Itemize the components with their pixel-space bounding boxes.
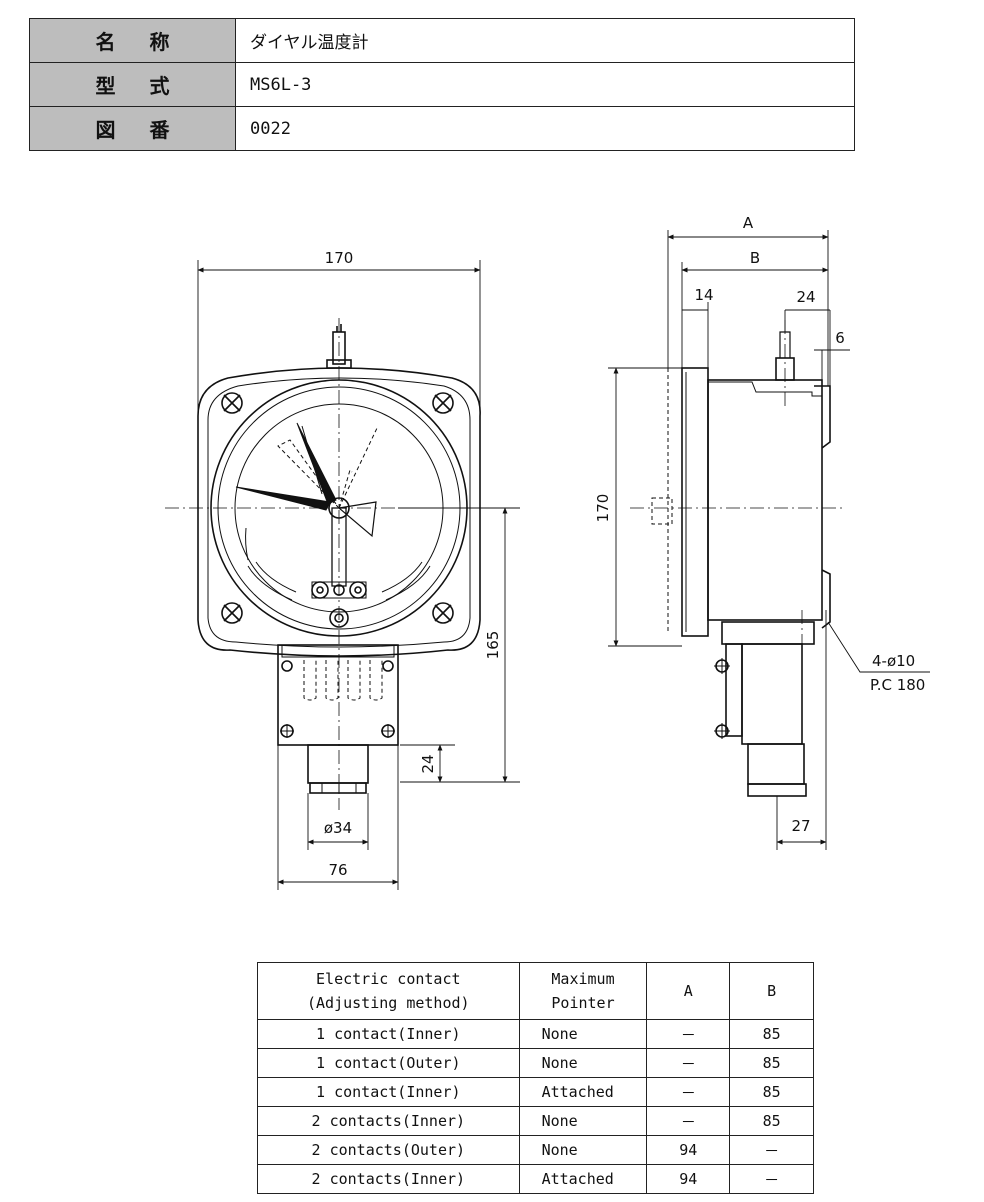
header-a: A xyxy=(646,962,731,1020)
cell-contact: 2 contacts(Outer) xyxy=(257,1135,520,1165)
dim-back-offset: 6 xyxy=(835,329,845,347)
cell-b: 85 xyxy=(729,1048,814,1078)
cell-b: 85 xyxy=(729,1106,814,1136)
table-row: 1 contact(Inner) Attached － 85 xyxy=(257,1077,814,1107)
corner-screw-tr xyxy=(432,392,454,414)
cell-contact: 1 contact(Outer) xyxy=(257,1048,520,1078)
pointer-tail xyxy=(337,501,377,538)
dim-flange-thickness: 14 xyxy=(694,286,713,304)
value-drawing-number: 0022 xyxy=(235,106,855,151)
spec-table: Electric contact(Adjusting method) Maxim… xyxy=(257,962,814,1194)
cell-b: － xyxy=(729,1135,814,1165)
cell-pointer: None xyxy=(518,1019,648,1049)
header-contact: Electric contact(Adjusting method) xyxy=(257,962,520,1020)
cell-b: － xyxy=(729,1164,814,1194)
header-b: B xyxy=(729,962,814,1020)
title-row-drawing-number: 図番 0022 xyxy=(29,106,855,151)
dim-A: A xyxy=(743,214,754,232)
cell-a: 94 xyxy=(646,1164,731,1194)
value-model: MS6L-3 xyxy=(235,62,855,107)
dim-box-width: 76 xyxy=(328,861,347,879)
cell-b: 85 xyxy=(729,1019,814,1049)
corner-screw-tl xyxy=(221,392,243,414)
cell-pointer: None xyxy=(518,1048,648,1078)
dim-side-height: 170 xyxy=(594,494,612,523)
cell-a: － xyxy=(646,1077,731,1107)
label-name: 名称 xyxy=(29,18,236,63)
table-row: 1 contact(Inner) None － 85 xyxy=(257,1019,814,1049)
dim-holes: 4-ø10 xyxy=(872,652,915,670)
dim-fitting-diameter: ø34 xyxy=(324,819,352,837)
corner-screw-bl xyxy=(221,602,243,624)
main-pointer xyxy=(235,486,331,511)
cell-a: － xyxy=(646,1019,731,1049)
label-drawing-number: 図番 xyxy=(29,106,236,151)
table-row: 2 contacts(Outer) None 94 － xyxy=(257,1135,814,1165)
side-case xyxy=(707,379,823,621)
title-row-model: 型式 MS6L-3 xyxy=(29,62,855,107)
set-pointer xyxy=(296,422,337,505)
value-name: ダイヤル温度計 xyxy=(235,18,855,63)
table-row: 2 contacts(Inner) Attached 94 － xyxy=(257,1164,814,1194)
cell-contact: 1 contact(Inner) xyxy=(257,1019,520,1049)
dim-front-width: 170 xyxy=(325,249,354,267)
corner-screw-br xyxy=(432,602,454,624)
spec-header-row: Electric contact(Adjusting method) Maxim… xyxy=(257,962,814,1020)
table-row: 1 contact(Outer) None － 85 xyxy=(257,1048,814,1078)
cell-pointer: Attached xyxy=(518,1164,648,1194)
front-housing xyxy=(197,367,481,657)
side-junction-box xyxy=(721,621,815,645)
dim-center-to-bottom: 165 xyxy=(484,631,502,660)
dim-B: B xyxy=(750,249,760,267)
cell-contact: 1 contact(Inner) xyxy=(257,1077,520,1107)
bottom-fitting xyxy=(307,744,369,784)
cell-contact: 2 contacts(Inner) xyxy=(257,1164,520,1194)
junction-box xyxy=(277,644,399,746)
title-block: 名称 ダイヤル温度計 型式 MS6L-3 図番 0022 xyxy=(29,18,855,151)
dim-pitch-circle: P.C 180 xyxy=(870,676,925,694)
cell-pointer: Attached xyxy=(518,1077,648,1107)
scale-arc-left xyxy=(245,527,249,561)
dim-terminal-offset: 24 xyxy=(796,288,815,306)
cell-pointer: None xyxy=(518,1106,648,1136)
cell-contact: 2 contacts(Inner) xyxy=(257,1106,520,1136)
label-model: 型式 xyxy=(29,62,236,107)
cell-a: － xyxy=(646,1048,731,1078)
scale-arc-right xyxy=(385,565,431,601)
cell-pointer: None xyxy=(518,1135,648,1165)
table-row: 2 contacts(Inner) None － 85 xyxy=(257,1106,814,1136)
title-row-name: 名称 ダイヤル温度計 xyxy=(29,18,855,63)
dim-fitting-height: 24 xyxy=(419,754,437,773)
cell-b: 85 xyxy=(729,1077,814,1107)
technical-drawing: 170 165 24 ø34 76 xyxy=(165,214,930,890)
dim-side-fitting: 27 xyxy=(791,817,810,835)
cell-a: － xyxy=(646,1106,731,1136)
cell-a: 94 xyxy=(646,1135,731,1165)
side-view xyxy=(651,331,831,797)
